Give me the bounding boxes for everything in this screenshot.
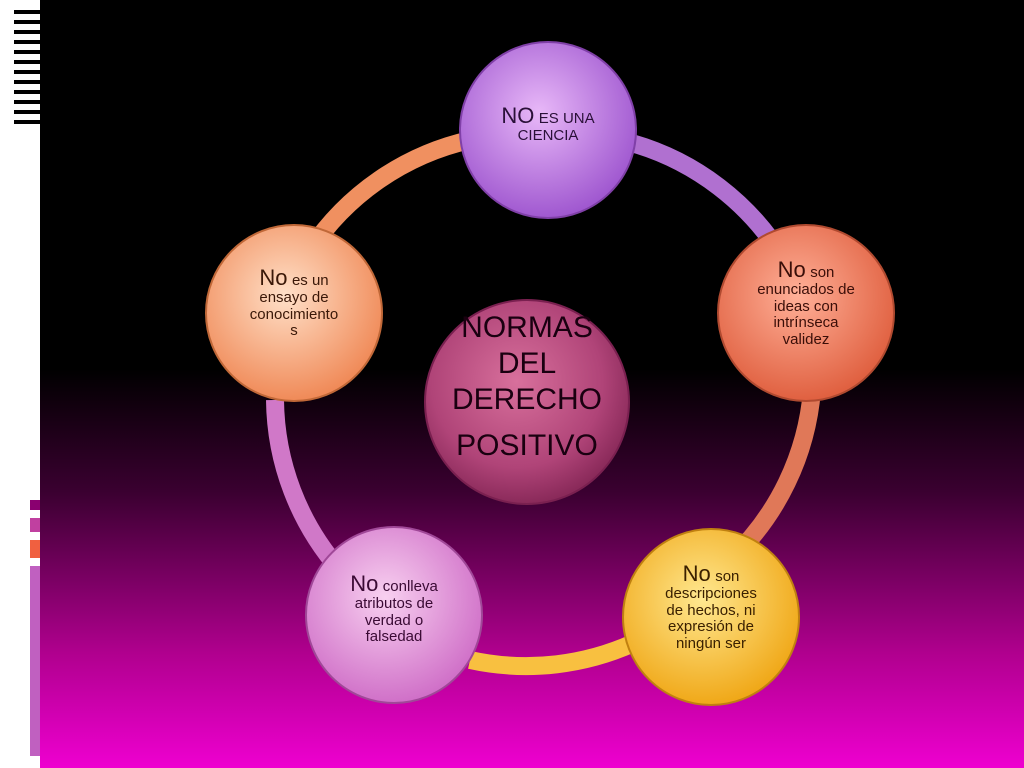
node-right-line3: ideas con bbox=[773, 297, 839, 315]
node-bottom-left-rest: conlleva bbox=[382, 578, 438, 595]
node-bottom-right-line5: ningún ser bbox=[675, 634, 747, 652]
node-left-line3: conocimiento bbox=[249, 305, 339, 323]
node-top-lead: NO bbox=[501, 103, 535, 128]
node-bottom-right-line2: descripciones bbox=[665, 585, 757, 603]
node-label-left: No es un ensayo de conocimiento s bbox=[224, 265, 364, 340]
node-label-right: No son enunciados de ideas con intrínsec… bbox=[736, 257, 876, 348]
node-left-rest: es un bbox=[291, 272, 329, 289]
ring-arc-left-bottom bbox=[266, 399, 347, 576]
center-line-4: POSITIVO bbox=[456, 429, 598, 462]
node-left-lead: No bbox=[259, 265, 288, 290]
node-circle-bottom-left bbox=[305, 526, 483, 704]
decoration-square bbox=[30, 518, 40, 532]
node-right-line4: intrínseca bbox=[773, 314, 839, 332]
node-circle-top bbox=[459, 41, 637, 219]
node-label-bottom-right: No son descripciones de hechos, ni expre… bbox=[641, 561, 781, 652]
center-line-2: DEL bbox=[497, 347, 557, 380]
left-decoration-bar bbox=[0, 0, 40, 768]
decoration-square bbox=[30, 500, 40, 510]
node-bottom-left-line4: falsedad bbox=[365, 628, 423, 646]
node-top-rest: ES UNA bbox=[538, 110, 595, 127]
center-line-1: NORMAS bbox=[461, 311, 593, 344]
node-left-line4: s bbox=[290, 322, 298, 340]
center-circle bbox=[424, 299, 630, 505]
node-circle-left bbox=[205, 224, 383, 402]
node-bottom-left-line2: atributos de bbox=[354, 595, 434, 613]
node-label-top: NO ES UNA CIENCIA bbox=[478, 103, 618, 145]
node-right-rest: son bbox=[810, 264, 835, 281]
node-bottom-right-rest: son bbox=[715, 568, 740, 585]
ring-arc-bottom bbox=[468, 631, 644, 676]
node-bottom-left-line3: verdad o bbox=[364, 611, 424, 629]
center-line-3: DERECHO bbox=[451, 383, 602, 416]
node-top-line2: CIENCIA bbox=[517, 127, 579, 145]
decoration-lines bbox=[14, 10, 40, 130]
decoration-stripe bbox=[30, 566, 40, 756]
center-label: NORMAS DEL DERECHO POSITIVO bbox=[447, 310, 607, 464]
node-bottom-right-line4: expresión de bbox=[668, 618, 754, 636]
node-bottom-right-line3: de hechos, ni bbox=[666, 601, 756, 619]
node-bottom-right-lead: No bbox=[682, 561, 711, 586]
node-left-line2: ensayo de bbox=[259, 289, 329, 307]
node-bottom-left-lead: No bbox=[350, 571, 379, 596]
node-circle-right bbox=[717, 224, 895, 402]
node-circle-bottom-right bbox=[622, 528, 800, 706]
node-right-lead: No bbox=[777, 257, 806, 282]
node-right-line5: validez bbox=[782, 330, 830, 348]
node-right-line2: enunciados de bbox=[757, 281, 855, 299]
decoration-square bbox=[30, 540, 40, 558]
node-label-bottom-left: No conlleva atributos de verdad o falsed… bbox=[324, 571, 464, 646]
